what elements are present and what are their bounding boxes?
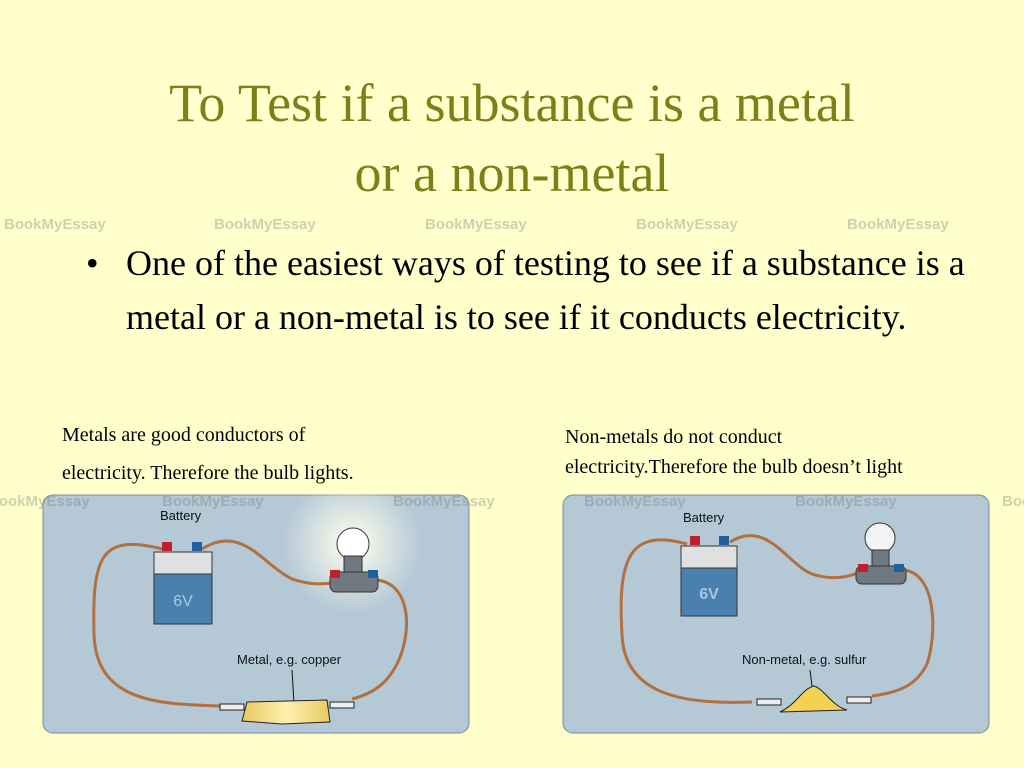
non-metal-circuit-diagram: 6V Battery Non-metal, e.g. sulfur xyxy=(562,494,990,734)
battery-label: Battery xyxy=(160,508,202,523)
right-caption: Non-metals do not conduct electricity.Th… xyxy=(565,422,903,482)
slide-title: To Test if a substance is a metal or a n… xyxy=(0,68,1024,208)
battery-label: Battery xyxy=(683,510,725,525)
watermark: BookMyEssay xyxy=(584,493,686,510)
title-line-2: or a non-metal xyxy=(354,143,670,203)
watermark: BookMyEssay xyxy=(393,493,495,510)
caption-line: Non-metals do not conduct xyxy=(565,426,783,448)
sample-label: Metal, e.g. copper xyxy=(237,652,342,667)
copper-sample xyxy=(241,699,331,725)
watermark: BookMyEssay xyxy=(795,493,897,510)
caption-line: electricity. Therefore the bulb lights. xyxy=(62,462,354,484)
sulfur-sample xyxy=(779,685,848,713)
watermark: BookMyEssay xyxy=(162,493,264,510)
battery-icon: 6V xyxy=(680,536,738,617)
sample-label: Non-metal, e.g. sulfur xyxy=(742,652,867,667)
left-caption: Metals are good conductors of electricit… xyxy=(62,420,354,488)
metal-circuit-diagram: 6V Battery Metal, e.g. copper xyxy=(42,494,470,734)
svg-text:6V: 6V xyxy=(699,586,719,603)
watermark: BookMyEssay xyxy=(847,216,949,233)
battery-icon: 6V xyxy=(153,542,213,625)
watermark: BookMyEssay xyxy=(1002,493,1024,510)
diagram-background xyxy=(562,494,990,734)
title-line-1: To Test if a substance is a metal xyxy=(169,73,855,133)
wire xyxy=(92,539,408,708)
watermark: BookMyEssay xyxy=(214,216,316,233)
watermark: BookMyEssay xyxy=(425,216,527,233)
lit-bulb-icon xyxy=(329,527,379,593)
unlit-bulb-icon xyxy=(855,522,907,585)
wire xyxy=(619,534,935,704)
bullet-dot: • xyxy=(86,243,99,283)
watermark: BookMyEssay xyxy=(636,216,738,233)
watermark: BookMyEssay xyxy=(0,493,90,510)
caption-line: electricity.Therefore the bulb doesn’t l… xyxy=(565,456,903,478)
caption-line: Metals are good conductors of xyxy=(62,424,306,446)
svg-text:6V: 6V xyxy=(173,593,193,610)
watermark: BookMyEssay xyxy=(4,216,106,233)
bullet-text: One of the easiest ways of testing to se… xyxy=(126,243,965,337)
